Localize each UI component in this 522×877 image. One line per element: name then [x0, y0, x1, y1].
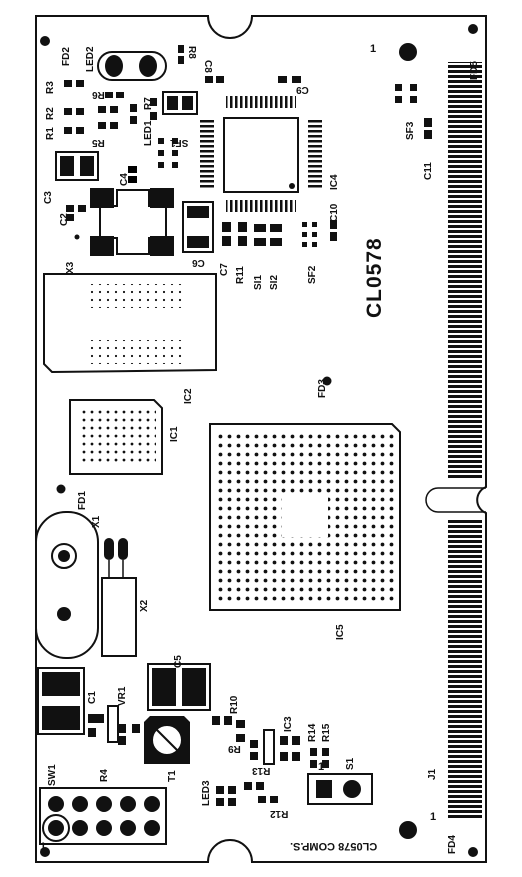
- label-r13: R13: [252, 765, 271, 776]
- label-r1: R1: [45, 127, 56, 140]
- label-led1: LED1: [143, 120, 154, 146]
- label-fd1: FD1: [77, 491, 88, 510]
- label-led2: LED2: [85, 46, 96, 72]
- c6-footprint: [182, 201, 214, 253]
- label-r9: R9: [228, 743, 241, 754]
- label-r12: R12: [270, 808, 289, 819]
- label-r4: R4: [99, 769, 110, 782]
- vr1-body: [107, 705, 119, 743]
- label-c5: C5: [173, 655, 184, 668]
- c5-footprint: [147, 663, 211, 711]
- label-c1: C1: [87, 691, 98, 704]
- ic3-body: [263, 729, 275, 765]
- label-r2: R2: [45, 107, 56, 120]
- label-c7: C7: [219, 263, 230, 276]
- label-r6: R6: [92, 89, 105, 100]
- edge-connector-j1: [448, 62, 482, 818]
- label-r14: R14: [307, 723, 318, 742]
- label-c4: C4: [119, 173, 130, 186]
- vr1-passives: [88, 714, 140, 745]
- c4-inductor-footprint: [90, 166, 174, 256]
- label-r3: R3: [45, 81, 56, 94]
- label-x2: X2: [139, 599, 150, 612]
- fiducial-marks: [56, 43, 417, 839]
- label-r8: R8: [186, 46, 197, 59]
- label-ic1: IC1: [169, 426, 180, 442]
- label-s1: S1: [345, 757, 356, 770]
- label-c9: C9: [296, 84, 309, 95]
- label-fd5: FD5: [469, 61, 480, 80]
- label-x3: X3: [65, 261, 76, 274]
- lower-passives: [212, 716, 329, 806]
- label-ic2: IC2: [183, 388, 194, 404]
- r7-footprint: [162, 91, 198, 115]
- pin1-marker-sw1: 1: [40, 841, 47, 853]
- label-c10: C10: [329, 203, 340, 222]
- s1-footprint: [307, 773, 373, 805]
- label-ic4: IC4: [329, 174, 340, 190]
- c1-footprint: [37, 667, 85, 735]
- small-passives-top: [64, 45, 432, 221]
- label-sf3: SF3: [405, 121, 416, 140]
- corner-holes: [40, 24, 478, 857]
- ic5-bga: [209, 423, 401, 611]
- label-led3: LED3: [201, 780, 212, 806]
- label-c6: C6: [192, 257, 205, 268]
- x3-module: [43, 273, 217, 374]
- led2-footprint: [97, 51, 167, 81]
- pin1-marker-s1: 1: [318, 761, 325, 773]
- label-sf1: SF1: [170, 137, 189, 148]
- label-c3: C3: [43, 191, 54, 204]
- label-vr1: VR1: [117, 686, 128, 706]
- label-r10: R10: [229, 695, 240, 714]
- ic1-bga: [69, 399, 163, 475]
- label-r5: R5: [92, 137, 105, 148]
- board-id: CL0578: [363, 237, 386, 318]
- label-j1: J1: [427, 768, 438, 780]
- x2-crystal: [101, 538, 137, 657]
- label-fd2: FD2: [61, 47, 72, 66]
- label-ic5: IC5: [335, 624, 346, 640]
- label-sw1: SW1: [47, 764, 58, 786]
- label-ic3: IC3: [283, 716, 294, 732]
- mid-passives: [222, 220, 337, 247]
- label-sf2: SF2: [307, 265, 318, 284]
- label-c11: C11: [423, 162, 434, 180]
- label-x1: X1: [91, 515, 102, 528]
- pin1-marker-top: 1: [370, 43, 377, 55]
- label-fd4: FD4: [447, 835, 458, 854]
- ic4-qfp: [200, 96, 322, 212]
- label-r11: R11: [235, 266, 246, 284]
- board-outline: [35, 15, 487, 863]
- label-c2: C2: [59, 213, 70, 226]
- label-r15: R15: [321, 723, 332, 742]
- label-fd3: FD3: [317, 379, 328, 398]
- x1-crystal: [35, 511, 99, 659]
- c3-footprint: [55, 151, 99, 181]
- label-c8: C8: [202, 60, 213, 73]
- label-si1: SI1: [253, 274, 264, 290]
- connector-notch: [425, 487, 486, 513]
- label-si2: SI2: [269, 274, 280, 290]
- label-r7: R7: [143, 97, 154, 110]
- pin1-marker-bottom: 1: [430, 811, 437, 823]
- label-t1: T1: [167, 770, 178, 782]
- footer-text: CL0578 COMP.S.: [290, 840, 378, 852]
- t1-trimmer: [144, 716, 190, 764]
- sw1-header: [39, 787, 167, 845]
